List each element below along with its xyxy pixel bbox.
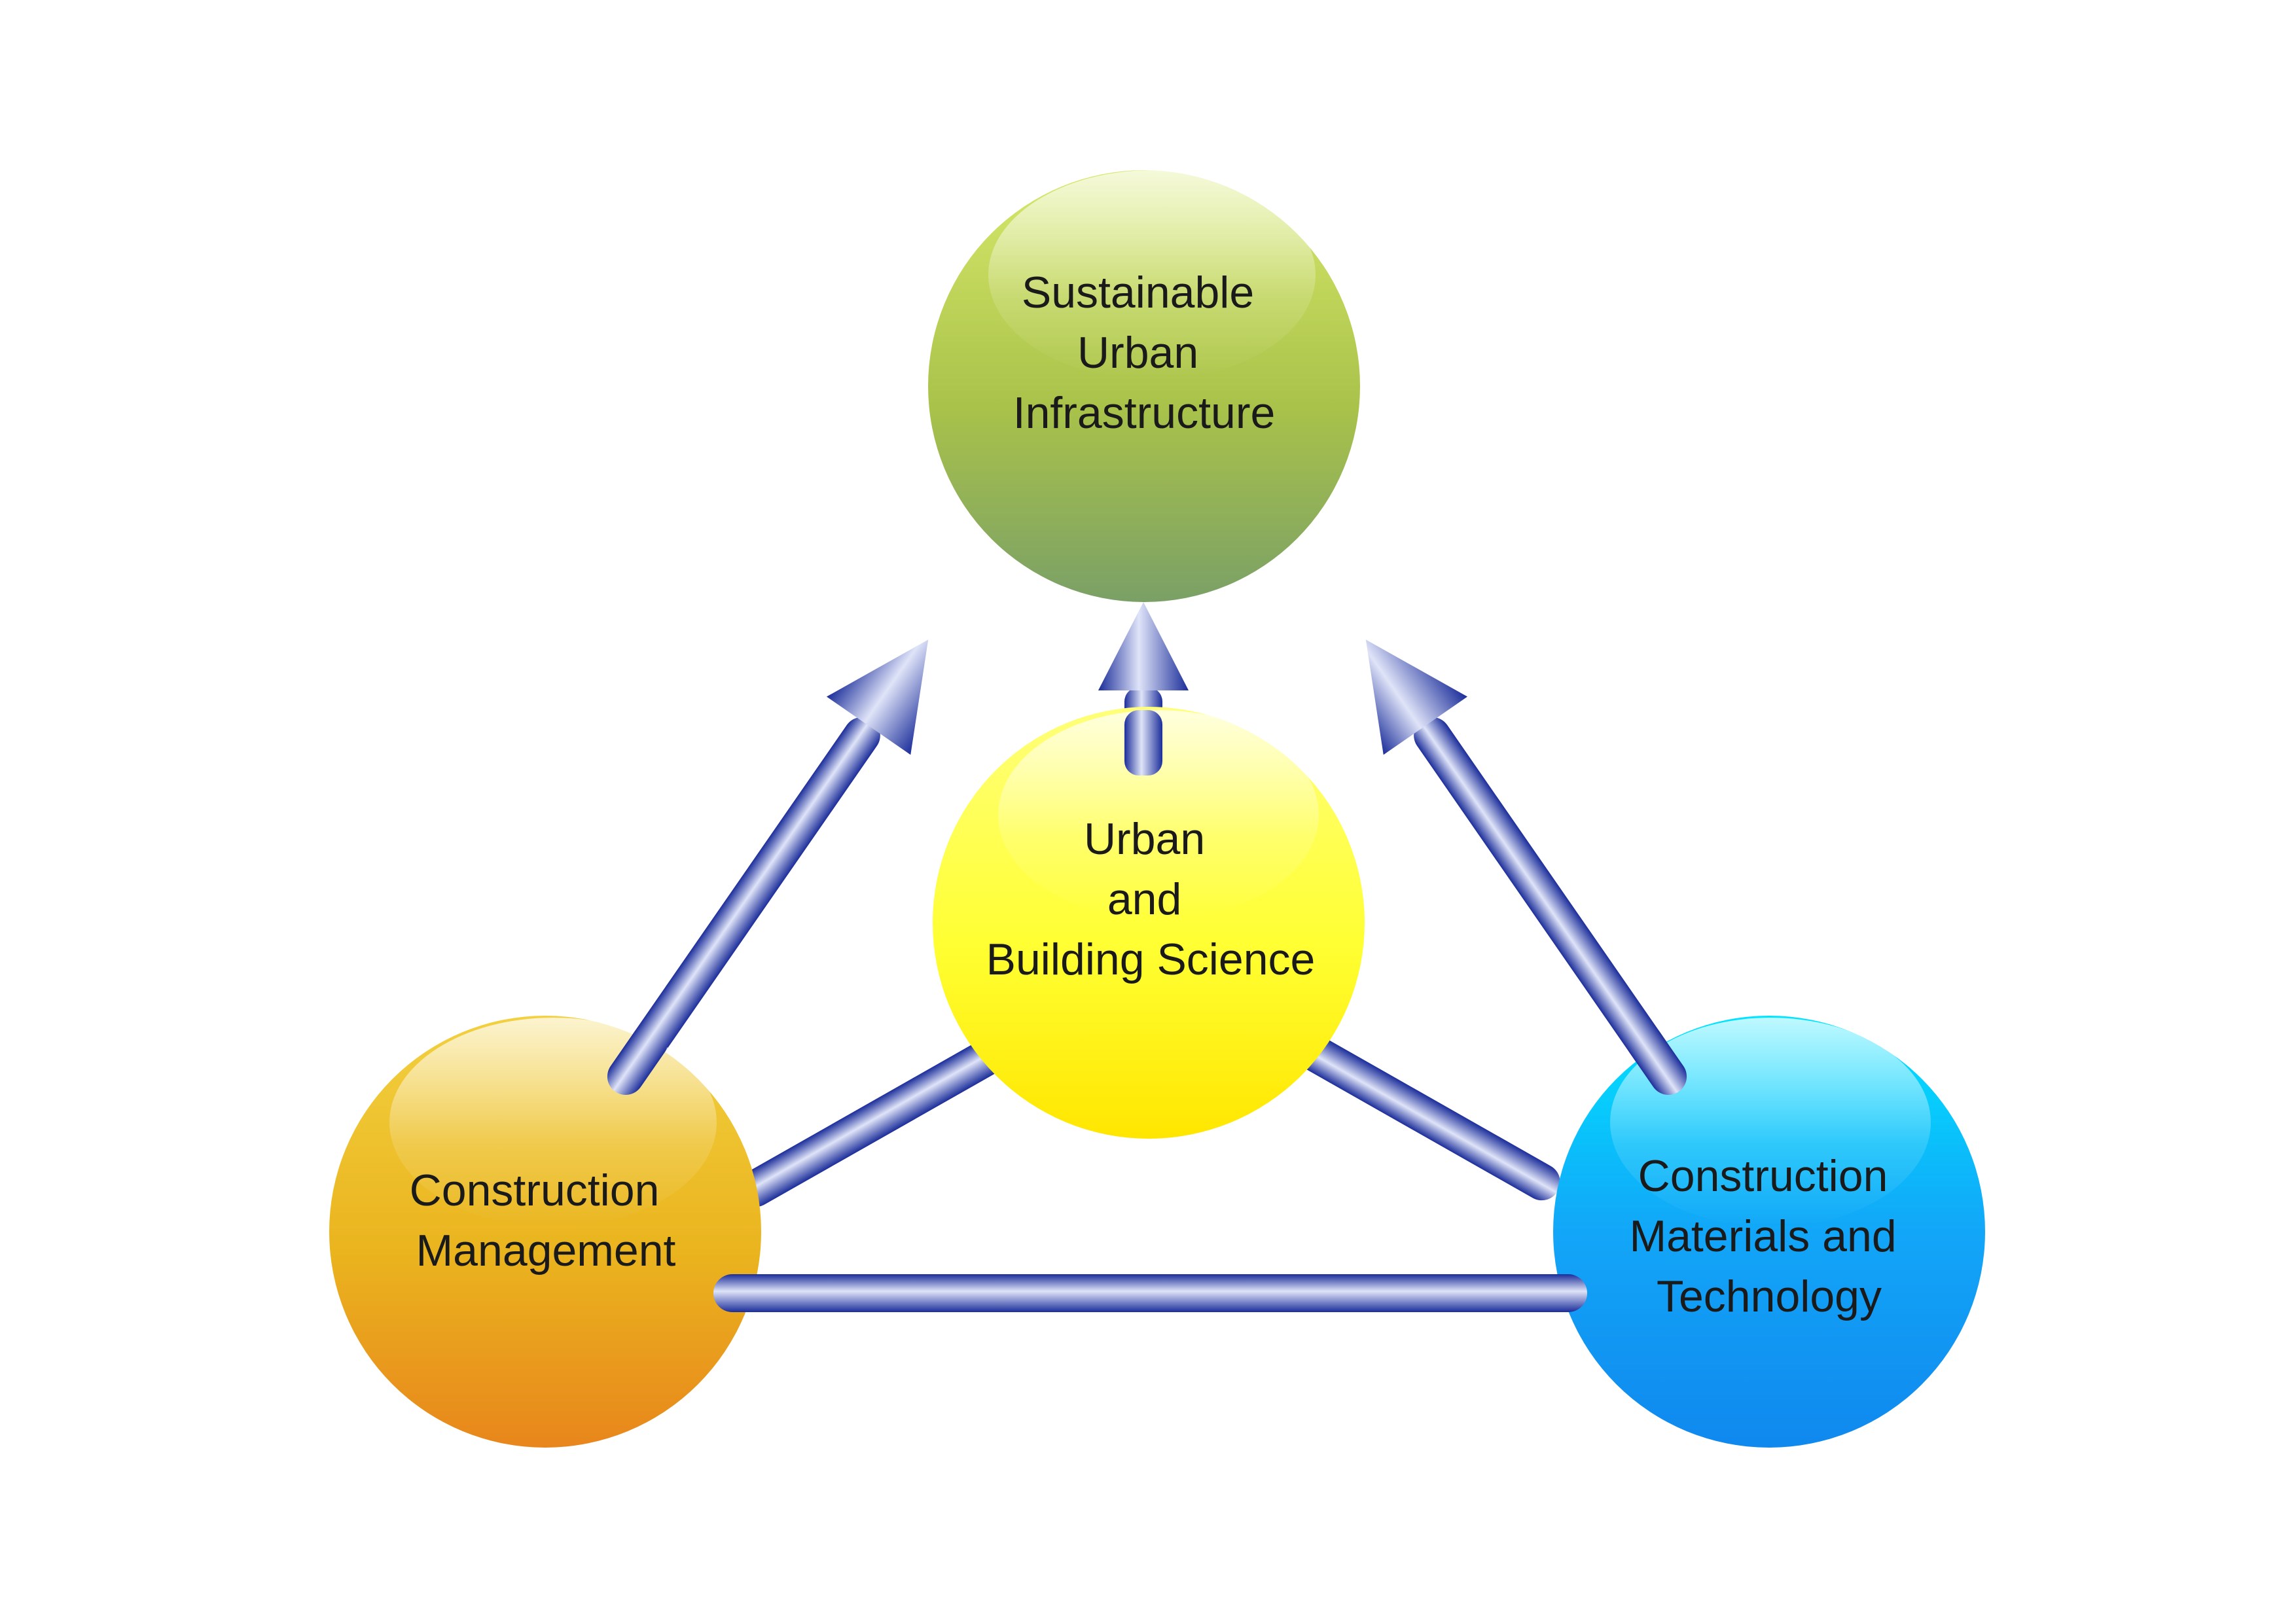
node-management-label: Construction Management (410, 1166, 676, 1275)
node-materials-line-3: Technology (1657, 1272, 1882, 1321)
arrow-materials-overlay (1626, 1024, 1687, 1095)
node-urban-label: Urban and Building Science (986, 814, 1316, 984)
node-materials-line-2: Materials and (1629, 1211, 1896, 1261)
node-urban-line-1: Urban (1084, 814, 1205, 864)
node-sustainable-line-1: Sustainable (1022, 268, 1254, 317)
node-urban-line-2: and (1107, 874, 1181, 924)
node-materials-label: Construction Materials and Technology (1629, 1151, 1909, 1321)
arrow-urban-overlay (1124, 710, 1162, 776)
connector-materials-urban (1287, 1029, 1560, 1201)
node-materials-line-1: Construction (1638, 1151, 1888, 1201)
node-urban-line-3: Building Science (986, 935, 1316, 984)
node-sustainable-line-2: Urban (1077, 328, 1198, 378)
arrow-management-overlay (607, 1024, 668, 1095)
node-urban-building-science: Urban and Building Science (933, 707, 1365, 1139)
node-management-line-1: Construction (410, 1166, 660, 1215)
node-sustainable-urban-infrastructure: Sustainable Urban Infrastructure (928, 170, 1360, 602)
node-management-line-2: Management (416, 1226, 676, 1275)
arrow-management-to-sustainable (607, 639, 929, 1095)
node-sustainable-label: Sustainable Urban Infrastructure (1013, 268, 1276, 438)
node-construction-materials-technology: Construction Materials and Technology (1553, 1016, 1985, 1448)
connector-management-materials (713, 1274, 1587, 1312)
arrow-materials-to-sustainable (1365, 639, 1687, 1095)
connector-management-materials-overlay (713, 1274, 1587, 1312)
node-construction-management: Construction Management (329, 1016, 761, 1448)
connector-management-urban (737, 1033, 1016, 1207)
node-sustainable-line-3: Infrastructure (1013, 388, 1276, 438)
